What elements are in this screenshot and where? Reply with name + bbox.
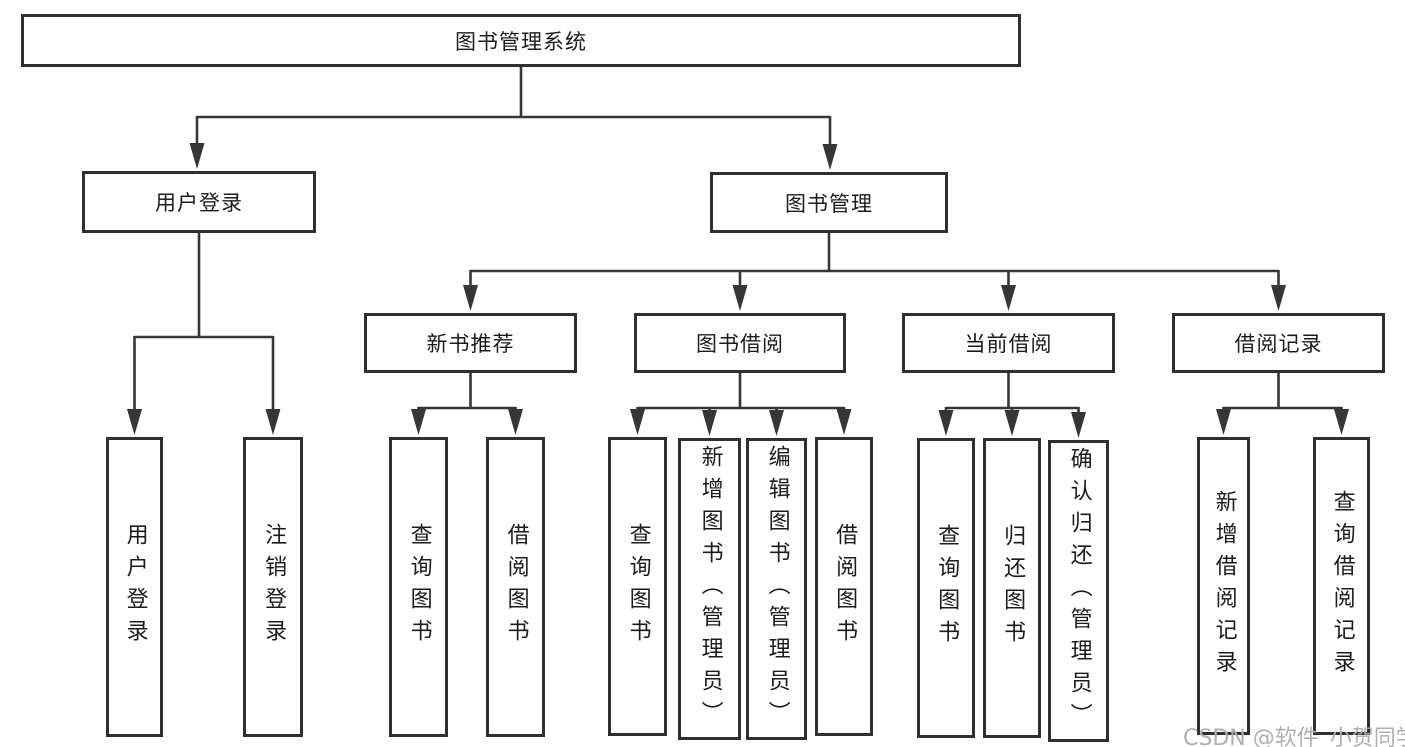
leaf-nb-borrow-books-label: 借阅图书 — [503, 523, 529, 651]
leaf-bb-edit-books-admin-label: 编辑图书（管理员） — [764, 445, 790, 733]
node-user-login-label: 用户登录 — [155, 191, 243, 215]
leaf-bb-edit-books-admin: 编辑图书（管理员） — [746, 438, 807, 740]
leaf-br-query-record-label: 查询借阅记录 — [1329, 490, 1355, 682]
leaf-bb-query-books: 查询图书 — [608, 437, 667, 736]
leaf-cb-return-books-label: 归还图书 — [1000, 524, 1026, 652]
node-book-borrowing-label: 图书借阅 — [696, 332, 784, 356]
leaf-nb-query-books-label: 查询图书 — [406, 523, 432, 651]
node-root-label: 图书管理系统 — [455, 29, 587, 54]
leaf-br-add-record: 新增借阅记录 — [1197, 437, 1250, 735]
node-book-borrowing: 图书借阅 — [634, 313, 846, 373]
node-borrowing-records: 借阅记录 — [1172, 313, 1385, 373]
arrowheads — [127, 143, 1349, 438]
leaf-user-login: 用户登录 — [106, 437, 163, 737]
leaf-cb-confirm-return-admin-label: 确认归还（管理员） — [1066, 447, 1092, 735]
node-new-book-recommend: 新书推荐 — [364, 313, 577, 373]
leaf-bb-borrow-books-label: 借阅图书 — [832, 522, 858, 651]
csdn-watermark: CSDN @软件_小贺同学 — [1183, 726, 1405, 747]
node-root: 图书管理系统 — [21, 14, 1021, 67]
leaf-logout: 注销登录 — [243, 437, 303, 737]
node-borrowing-records-label: 借阅记录 — [1234, 332, 1323, 356]
leaf-nb-query-books: 查询图书 — [389, 437, 448, 737]
leaf-cb-return-books: 归还图书 — [983, 438, 1041, 738]
node-book-management: 图书管理 — [710, 172, 948, 233]
node-new-book-recommend-label: 新书推荐 — [426, 332, 515, 356]
node-book-management-label: 图书管理 — [785, 191, 873, 216]
leaf-user-login-label: 用户登录 — [122, 523, 148, 651]
leaf-nb-borrow-books: 借阅图书 — [486, 437, 545, 737]
leaf-cb-query-books-label: 查询图书 — [934, 524, 960, 652]
leaf-cb-confirm-return-admin: 确认归还（管理员） — [1048, 440, 1109, 742]
leaf-bb-query-books-label: 查询图书 — [625, 522, 651, 651]
node-user-login: 用户登录 — [82, 171, 316, 233]
leaf-bb-borrow-books: 借阅图书 — [815, 437, 873, 736]
node-current-borrowing-label: 当前借阅 — [964, 332, 1053, 356]
leaf-br-query-record: 查询借阅记录 — [1313, 437, 1370, 735]
leaf-cb-query-books: 查询图书 — [917, 438, 975, 738]
node-current-borrowing: 当前借阅 — [902, 313, 1115, 373]
leaf-br-add-record-label: 新增借阅记录 — [1211, 490, 1237, 682]
leaf-bb-add-books-admin-label: 新增图书（管理员） — [697, 445, 723, 733]
leaf-bb-add-books-admin: 新增图书（管理员） — [678, 438, 741, 740]
leaf-logout-label: 注销登录 — [261, 523, 287, 651]
